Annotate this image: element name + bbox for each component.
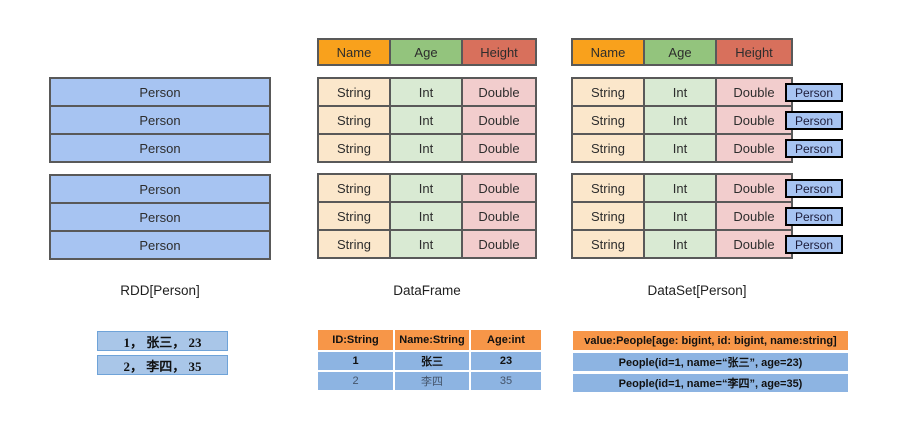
dataframe-cell: String bbox=[319, 231, 389, 257]
rdd-person-block: Person bbox=[51, 107, 269, 133]
rdd-person-block: Person bbox=[51, 135, 269, 161]
dataframe-table-cell: 35 bbox=[471, 372, 541, 390]
dataset-result-table: value:People[age: bigint, id: bigint, na… bbox=[573, 331, 848, 392]
dataset-cell: Int bbox=[645, 175, 715, 201]
person-badge: Person bbox=[785, 139, 843, 158]
dataset-partition-2: String Int Double String Int Double Stri… bbox=[571, 173, 843, 259]
rdd-person-block: Person bbox=[51, 232, 269, 258]
dataset-header-row: Name Age Height bbox=[571, 38, 793, 66]
dataset-cell: Int bbox=[645, 107, 715, 133]
dataframe-cell: String bbox=[319, 107, 389, 133]
rdd-person-block: Person bbox=[51, 176, 269, 202]
dataframe-header-age: Age bbox=[391, 40, 461, 64]
dataset-header-height: Height bbox=[717, 40, 791, 64]
dataset-table-row: People(id=1, name=“李四”, age=35) bbox=[573, 374, 848, 392]
rdd-partition-1: Person Person Person bbox=[49, 77, 271, 163]
dataframe-table-cell: 1 bbox=[318, 352, 393, 370]
dataset-cell: String bbox=[573, 107, 643, 133]
dataframe-cell: Int bbox=[391, 79, 461, 105]
rdd-person-block: Person bbox=[51, 79, 269, 105]
dataframe-header-height: Height bbox=[463, 40, 535, 64]
dataset-header-age: Age bbox=[645, 40, 715, 64]
dataframe-cell: String bbox=[319, 175, 389, 201]
dataframe-cell: Int bbox=[391, 175, 461, 201]
person-badge: Person bbox=[785, 207, 843, 226]
dataset-cell: String bbox=[573, 175, 643, 201]
dataframe-result-table: ID:String Name:String Age:int 1 张三 23 2 … bbox=[318, 330, 541, 390]
dataframe-cell: Double bbox=[463, 203, 535, 229]
dataframe-cell: Int bbox=[391, 203, 461, 229]
rdd-sample-row: 1， 张三， 23 bbox=[97, 331, 228, 351]
dataframe-cell: String bbox=[319, 135, 389, 161]
person-badge: Person bbox=[785, 111, 843, 130]
dataframe-cell: Double bbox=[463, 175, 535, 201]
dataset-cell: Double bbox=[717, 175, 791, 201]
dataframe-cell: Int bbox=[391, 135, 461, 161]
dataset-cell: String bbox=[573, 79, 643, 105]
dataset-cell: Double bbox=[717, 135, 791, 161]
dataframe-cell: String bbox=[319, 79, 389, 105]
person-badge: Person bbox=[785, 235, 843, 254]
dataframe-label: DataFrame bbox=[393, 283, 461, 298]
dataframe-header-name: Name bbox=[319, 40, 389, 64]
rdd-person-block: Person bbox=[51, 204, 269, 230]
dataframe-cell: Int bbox=[391, 231, 461, 257]
dataframe-cell: Double bbox=[463, 107, 535, 133]
dataset-cell: Int bbox=[645, 79, 715, 105]
dataframe-partition-1: String Int Double String Int Double Stri… bbox=[317, 77, 537, 163]
dataset-cell: Int bbox=[645, 135, 715, 161]
dataframe-cell: String bbox=[319, 203, 389, 229]
dataframe-cell: Double bbox=[463, 231, 535, 257]
dataset-cell: String bbox=[573, 203, 643, 229]
dataset-table-row: People(id=1, name=“张三”, age=23) bbox=[573, 353, 848, 371]
dataset-header-name: Name bbox=[573, 40, 643, 64]
dataframe-cell: Double bbox=[463, 79, 535, 105]
dataset-cell: Double bbox=[717, 79, 791, 105]
dataset-cell: Double bbox=[717, 203, 791, 229]
dataset-table-header: value:People[age: bigint, id: bigint, na… bbox=[573, 331, 848, 350]
dataframe-partition-2: String Int Double String Int Double Stri… bbox=[317, 173, 537, 259]
rdd-label: RDD[Person] bbox=[120, 283, 200, 298]
dataset-cell: Int bbox=[645, 231, 715, 257]
dataset-cell: Double bbox=[717, 107, 791, 133]
dataframe-table-header-cell: Name:String bbox=[395, 330, 469, 350]
dataframe-table-cell: 2 bbox=[318, 372, 393, 390]
person-badge: Person bbox=[785, 179, 843, 198]
rdd-sample-row: 2， 李四， 35 bbox=[97, 355, 228, 375]
dataframe-table-cell: 张三 bbox=[395, 352, 469, 370]
dataset-cell: Int bbox=[645, 203, 715, 229]
dataframe-table-header-cell: ID:String bbox=[318, 330, 393, 350]
person-badge: Person bbox=[785, 83, 843, 102]
rdd-partition-2: Person Person Person bbox=[49, 174, 271, 260]
dataframe-table-cell: 23 bbox=[471, 352, 541, 370]
dataset-cell: Double bbox=[717, 231, 791, 257]
dataframe-table-header-cell: Age:int bbox=[471, 330, 541, 350]
dataset-cell: String bbox=[573, 231, 643, 257]
dataset-label: DataSet[Person] bbox=[647, 283, 747, 298]
dataframe-table-cell: 李四 bbox=[395, 372, 469, 390]
dataframe-cell: Int bbox=[391, 107, 461, 133]
dataframe-header-row: Name Age Height bbox=[317, 38, 537, 66]
dataset-cell: String bbox=[573, 135, 643, 161]
dataset-partition-1: String Int Double String Int Double Stri… bbox=[571, 77, 843, 163]
dataframe-cell: Double bbox=[463, 135, 535, 161]
